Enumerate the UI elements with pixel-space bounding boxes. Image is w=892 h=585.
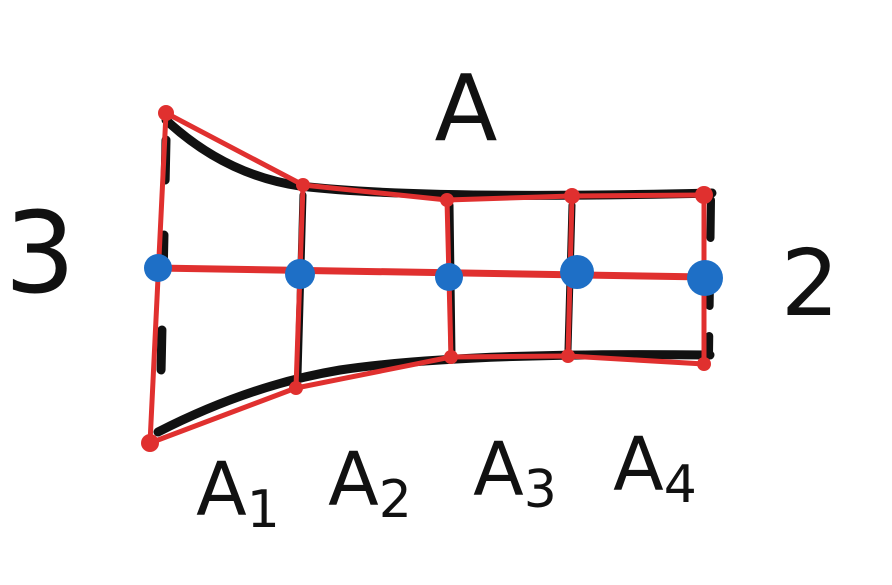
- node-top-2: [296, 178, 310, 192]
- section-labels: A1 A2 A3 A4: [196, 422, 697, 540]
- center-node-3: [435, 263, 463, 291]
- node-top-4: [564, 188, 580, 204]
- center-nodes: [144, 254, 723, 296]
- node-bottom-3: [444, 350, 458, 364]
- section-letter: A: [473, 427, 524, 513]
- node-top-1: [158, 105, 174, 121]
- node-bottom-2: [289, 381, 303, 395]
- section-letter: A: [328, 437, 379, 523]
- section-label-a2: A2: [328, 437, 412, 530]
- center-node-5: [687, 260, 723, 296]
- label-left: 3: [4, 189, 75, 319]
- section-index: 2: [379, 470, 412, 530]
- label-right: 2: [781, 230, 840, 337]
- center-node-2: [285, 259, 315, 289]
- center-node-4: [560, 255, 594, 289]
- section-label-a1: A1: [196, 447, 280, 540]
- node-top-3: [440, 193, 454, 207]
- section-letter: A: [196, 447, 247, 533]
- section-index: 1: [247, 480, 280, 540]
- center-node-1: [144, 254, 172, 282]
- node-bottom-4: [561, 349, 575, 363]
- outline-bottom-curve: [153, 350, 715, 437]
- section-label-a3: A3: [473, 427, 557, 520]
- label-top: A: [435, 55, 498, 162]
- outline-left-edge: [155, 135, 171, 425]
- section-index: 4: [664, 455, 697, 515]
- mesh-centerline: [152, 264, 710, 281]
- node-bottom-5: [697, 357, 711, 371]
- node-bottom-1: [141, 434, 159, 452]
- section-index: 3: [524, 460, 557, 520]
- boundary-nodes: [141, 105, 713, 452]
- node-top-5: [695, 186, 713, 204]
- section-letter: A: [613, 422, 664, 508]
- section-label-a4: A4: [613, 422, 697, 515]
